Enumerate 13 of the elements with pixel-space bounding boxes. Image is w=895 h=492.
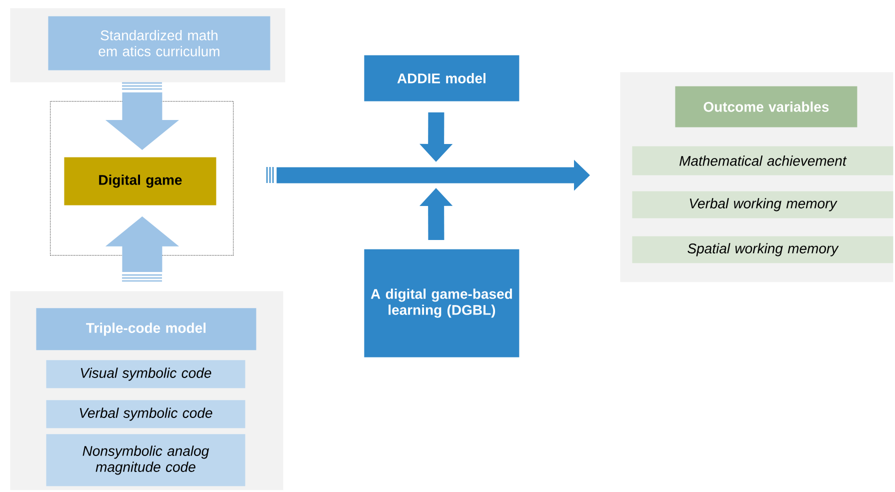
- code-box: Nonsymbolic analog magnitude code: [46, 434, 246, 486]
- dotted-frame: [50, 101, 234, 256]
- code-box: Verbal symbolic code: [46, 400, 246, 428]
- code-box: Visual symbolic code: [46, 360, 246, 388]
- variable-box: Spatial working memory: [632, 236, 894, 264]
- model-box: Triple-code model: [36, 308, 256, 350]
- variable-box: Verbal working memory: [632, 191, 894, 218]
- curriculum-box: Standardized math em atics curriculum: [48, 16, 270, 70]
- heading-box: Outcome variables: [675, 86, 858, 128]
- model-box: ADDIE model: [364, 55, 520, 102]
- variable-box: Mathematical achievement: [632, 146, 894, 176]
- approach-box: A digital game-based learning (DGBL): [364, 249, 520, 358]
- game-box: Digital game: [64, 157, 216, 206]
